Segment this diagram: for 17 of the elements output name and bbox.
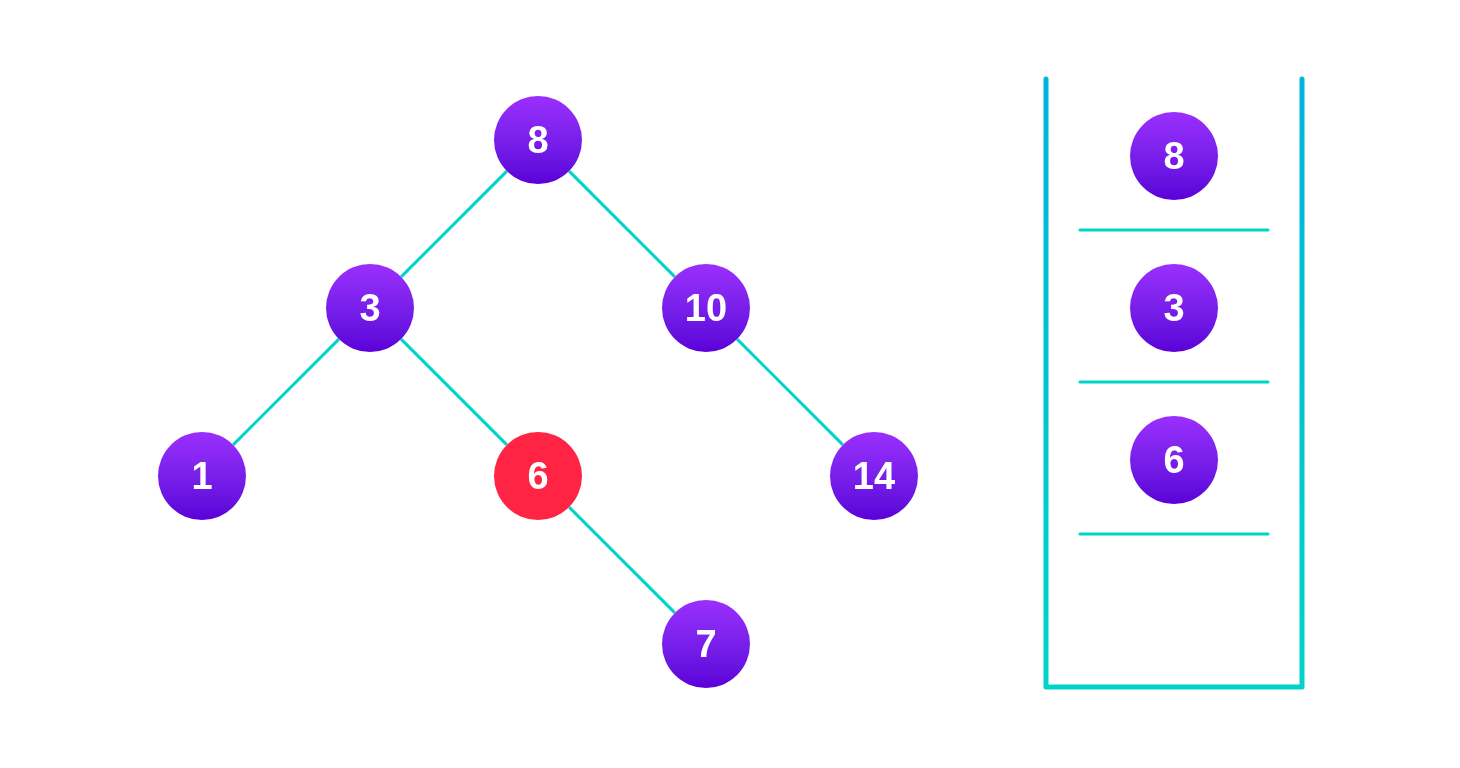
node-value: 3 — [1163, 289, 1185, 327]
node-value: 8 — [1163, 137, 1185, 175]
tree-edge — [400, 338, 508, 446]
node-value: 3 — [359, 289, 381, 327]
node-value: 1 — [191, 457, 213, 495]
node-value: 8 — [527, 121, 549, 159]
tree-edge — [232, 338, 340, 446]
node-value: 6 — [1163, 441, 1185, 479]
tree-edge — [568, 506, 676, 614]
node-value: 6 — [527, 457, 549, 495]
node-value: 7 — [695, 625, 717, 663]
stack-container — [1043, 76, 1305, 690]
node-value: 14 — [852, 457, 896, 495]
tree-edge — [736, 338, 844, 446]
tree-edge — [400, 170, 508, 278]
node-value: 10 — [684, 289, 728, 327]
tree-edge — [568, 170, 676, 278]
